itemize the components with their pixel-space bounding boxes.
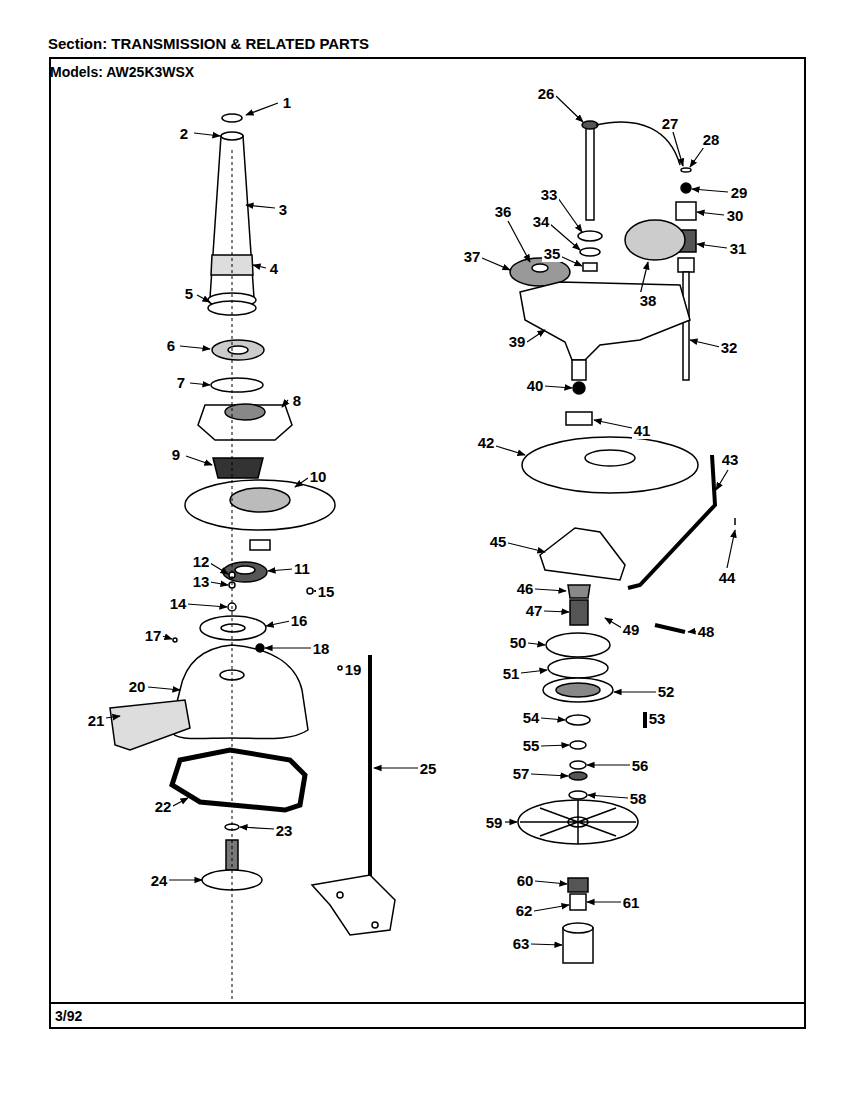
callout-number: 43 — [720, 451, 741, 468]
section-title: Section: TRANSMISSION & RELATED PARTS — [48, 36, 369, 51]
callout-number: 48 — [696, 623, 717, 640]
callout-number: 21 — [86, 712, 107, 729]
callout-number: 8 — [291, 392, 303, 409]
callout-number: 36 — [493, 203, 514, 220]
callout-number: 27 — [660, 115, 681, 132]
callout-number: 24 — [149, 872, 170, 889]
callout-number: 7 — [175, 374, 187, 391]
callout-number: 13 — [191, 573, 212, 590]
callout-number: 60 — [515, 872, 536, 889]
callout-number: 28 — [701, 131, 722, 148]
callout-number: 32 — [719, 339, 740, 356]
callout-number: 35 — [542, 245, 563, 262]
callout-number: 30 — [725, 207, 746, 224]
callout-number: 56 — [630, 757, 651, 774]
callout-number: 14 — [168, 595, 189, 612]
callout-number: 19 — [343, 661, 364, 678]
callout-number: 20 — [127, 678, 148, 695]
callout-number: 11 — [292, 560, 312, 577]
callout-number: 42 — [476, 434, 497, 451]
callout-number: 40 — [525, 377, 546, 394]
callout-number: 53 — [647, 710, 668, 727]
header-note: Models: AW25K3WSX — [50, 65, 194, 79]
callout-number: 5 — [183, 285, 195, 302]
callout-number: 39 — [507, 333, 528, 350]
callout-number: 4 — [268, 260, 280, 277]
callout-number: 34 — [531, 213, 552, 230]
callout-number: 54 — [521, 709, 542, 726]
callout-number: 47 — [524, 602, 545, 619]
callout-number: 2 — [178, 125, 190, 142]
callout-number: 51 — [501, 665, 522, 682]
callout-number: 1 — [281, 94, 293, 111]
callout-number: 41 — [632, 422, 653, 439]
callout-number: 52 — [656, 683, 677, 700]
callout-number: 37 — [462, 248, 483, 265]
callout-number: 6 — [165, 337, 177, 354]
callout-number: 15 — [316, 583, 337, 600]
callout-number: 62 — [514, 902, 535, 919]
callout-number: 12 — [191, 553, 212, 570]
callout-number: 23 — [274, 822, 295, 839]
callout-number: 17 — [143, 627, 164, 644]
callout-number: 49 — [621, 621, 642, 638]
callout-number: 26 — [536, 85, 557, 102]
callout-number: 9 — [170, 446, 182, 463]
callout-number: 58 — [628, 790, 649, 807]
callout-number: 16 — [289, 612, 310, 629]
callout-number: 31 — [728, 240, 749, 257]
callout-number: 45 — [488, 533, 509, 550]
callout-number: 44 — [717, 569, 738, 586]
callout-number: 63 — [511, 935, 532, 952]
callout-number: 38 — [638, 292, 659, 309]
callout-number: 25 — [418, 760, 439, 777]
callout-number: 10 — [308, 468, 329, 485]
callout-number: 59 — [484, 814, 505, 831]
callout-number: 46 — [515, 580, 536, 597]
header-note: 3/92 — [55, 1009, 82, 1023]
callout-number: 18 — [311, 640, 332, 657]
callout-number: 3 — [277, 201, 289, 218]
callout-number: 57 — [511, 765, 532, 782]
callout-number: 22 — [153, 798, 174, 815]
callout-number: 29 — [729, 184, 750, 201]
callout-number: 61 — [621, 894, 642, 911]
callout-number: 33 — [539, 186, 560, 203]
callout-number: 50 — [508, 634, 529, 651]
callout-number: 55 — [521, 737, 542, 754]
